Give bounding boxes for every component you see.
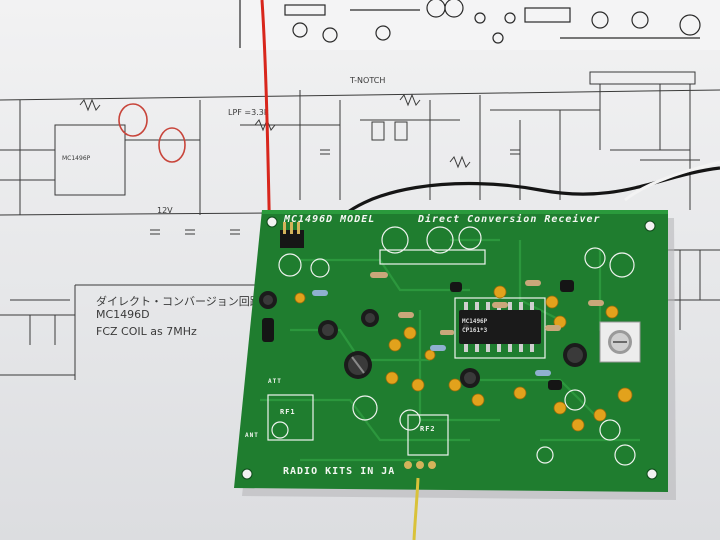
rf1-label: RF1: [280, 408, 296, 416]
pcb-board: [234, 210, 668, 492]
white-wire: [624, 160, 720, 202]
pcb-title-label: Direct Conversion Receiver: [418, 214, 601, 225]
chip-label-2: CP161*3: [462, 327, 488, 334]
pcb-model-label: MC1496D MODEL: [284, 214, 376, 225]
note-line-2: MC1496D: [96, 308, 150, 321]
chip-label-1: MC1496P: [462, 318, 488, 325]
note-line-3: FCZ COIL as 7MHz: [96, 325, 197, 338]
voltage-label: 12V: [157, 206, 173, 215]
ceramic-capacitors: [294, 285, 633, 432]
rf2-label: RF2: [420, 425, 436, 433]
trimmer-pot: [599, 321, 641, 363]
resistors: [312, 272, 604, 376]
header-pins: [280, 222, 304, 248]
lpf-label: LPF =3.3k: [228, 108, 269, 117]
tnotch-label: T-NOTCH: [350, 76, 386, 85]
pcb-footer-label: RADIO KITS IN JA: [283, 466, 396, 477]
ant-label: ANT: [245, 432, 259, 439]
yellow-wire: [412, 477, 420, 540]
electrolytic-capacitors: [259, 291, 587, 388]
note-line-1: ダイレクト・コンバージョン回路: [96, 295, 261, 308]
schematic-ic-label: MC1496P: [62, 155, 91, 162]
att-label: ATT: [268, 378, 282, 385]
transistors: [262, 280, 574, 390]
ic-chip: [459, 302, 541, 352]
